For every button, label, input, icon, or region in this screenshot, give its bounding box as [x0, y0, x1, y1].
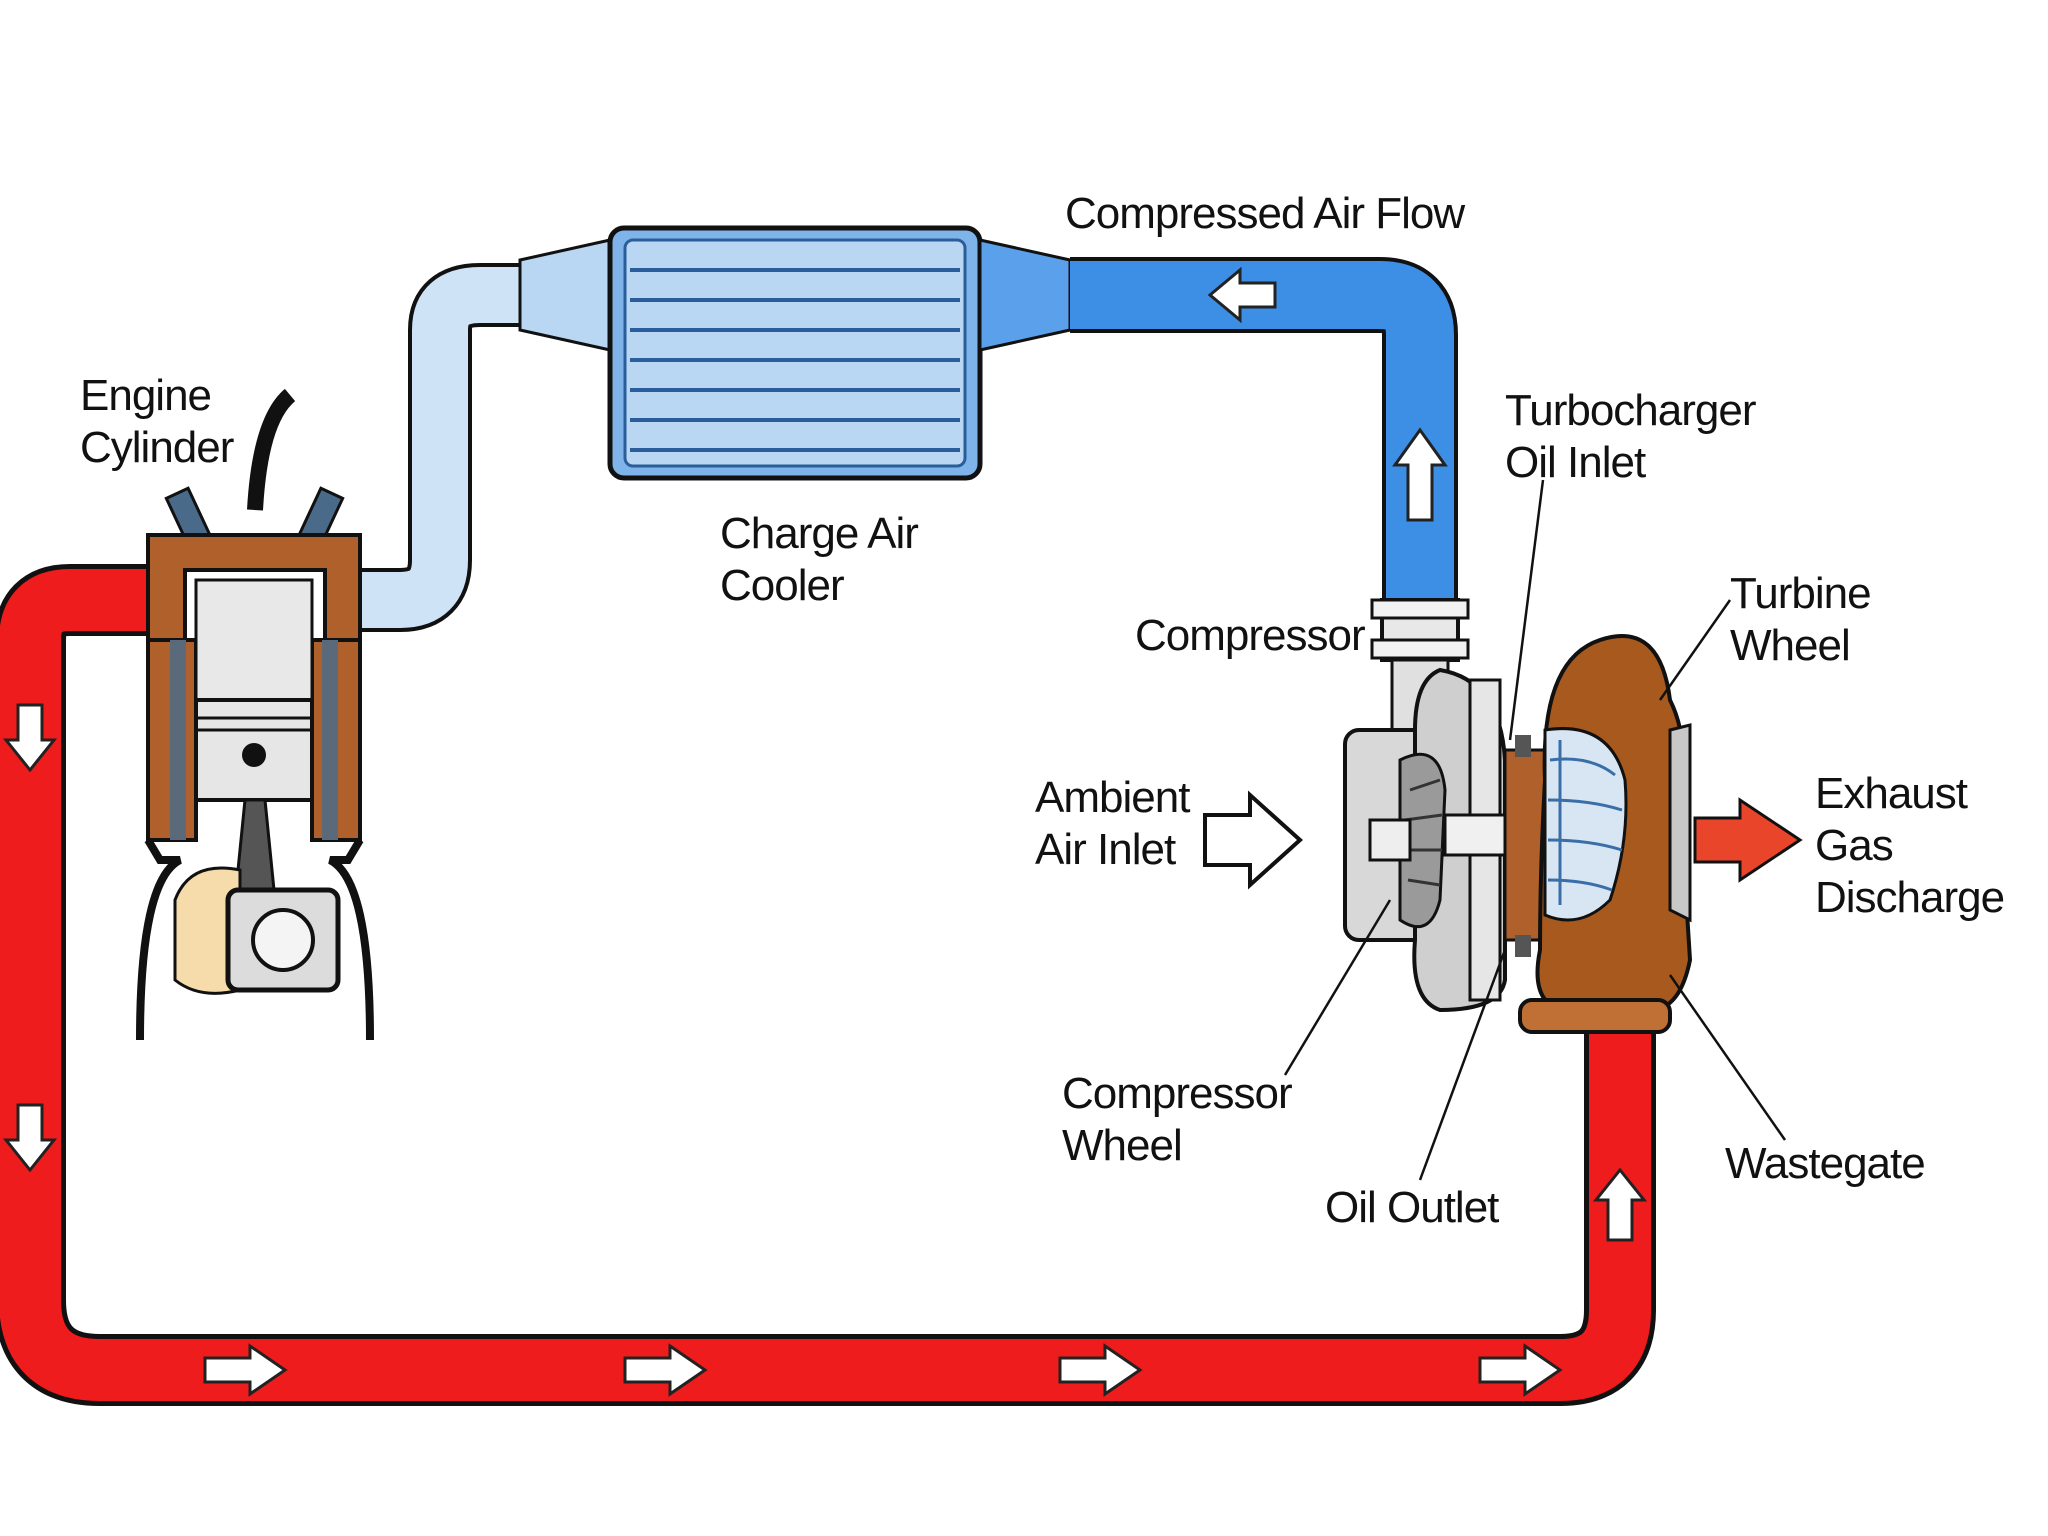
compressed-air-pipe [978, 238, 1458, 600]
turbine-wheel-label-line: Wheel [1730, 621, 1850, 670]
exhaust-gas-discharge-label-line: Discharge [1815, 873, 2004, 922]
oil-inlet-label-line: Oil Inlet [1505, 438, 1646, 487]
exhaust-gas-discharge-label-line: Gas [1815, 821, 1893, 870]
wastegate-label: Wastegate [1725, 1139, 1925, 1188]
engine-cylinder-label-line: Cylinder [80, 423, 234, 472]
charge-air-cooler [607, 225, 983, 481]
compressor-wheel [1368, 752, 1447, 929]
leader-lines [1283, 479, 1787, 1181]
compressor-label: Compressor [1135, 611, 1365, 660]
arrow-down-icon [2, 1103, 58, 1173]
exhaust-gas-discharge-label-line: Exhaust [1815, 769, 1968, 818]
charge-air-cooler-label-line: Charge Air [720, 509, 918, 558]
exhaust-discharge-arrow-icon [1693, 797, 1803, 883]
piston-icon [194, 698, 314, 902]
ambient-air-inlet-label-line: Air Inlet [1035, 825, 1176, 874]
compressor-wheel-label-line: Wheel [1062, 1121, 1182, 1170]
ambient-air-arrow-icon [1203, 790, 1303, 890]
oil-outlet-label: Oil Outlet [1325, 1183, 1499, 1232]
arrow-up-icon [1392, 427, 1448, 522]
arrow-right-icon [1058, 1343, 1143, 1397]
turbocharger-oil-inlet-label: Turbocharger Oil Inlet [1505, 386, 1767, 487]
radiator-icon [630, 268, 960, 452]
oil-inlet-label-line: Turbocharger [1505, 386, 1756, 435]
charge-air-cooler-label-line: Cooler [720, 561, 844, 610]
turbine-wheel [1543, 727, 1628, 922]
compressor-wheel-label-line: Compressor [1062, 1069, 1292, 1118]
ambient-air-inlet-label-line: Ambient [1035, 773, 1190, 822]
turbocharger [1343, 598, 1693, 1034]
arrow-right-icon [623, 1343, 708, 1397]
compressor-wheel-label: Compressor Wheel [1062, 1069, 1303, 1170]
engine-cylinder [136, 388, 374, 1041]
arrow-up-icon [1592, 1167, 1648, 1242]
exhaust-flow-arrows [2, 703, 1648, 1397]
engine-cylinder-label: Engine Cylinder [80, 371, 234, 472]
exhaust-pipe [0, 564, 1656, 1406]
arrow-right-icon [203, 1343, 288, 1397]
ambient-air-inlet-label: Ambient Air Inlet [1035, 773, 1201, 874]
cooled-air-pipe [360, 238, 612, 632]
exhaust-gas-discharge-label: Exhaust Gas Discharge [1815, 769, 2004, 922]
compressed-air-flow-label: Compressed Air Flow [1065, 189, 1465, 238]
arrow-right-icon [1478, 1343, 1563, 1397]
turbine-wheel-label: Turbine Wheel [1730, 569, 1882, 670]
turbine-wheel-label-line: Turbine [1730, 569, 1871, 618]
arrow-left-icon [1207, 266, 1277, 324]
engine-cylinder-label-line: Engine [80, 371, 211, 420]
charge-air-cooler-label: Charge Air Cooler [720, 509, 929, 610]
arrow-down-icon [2, 703, 58, 773]
